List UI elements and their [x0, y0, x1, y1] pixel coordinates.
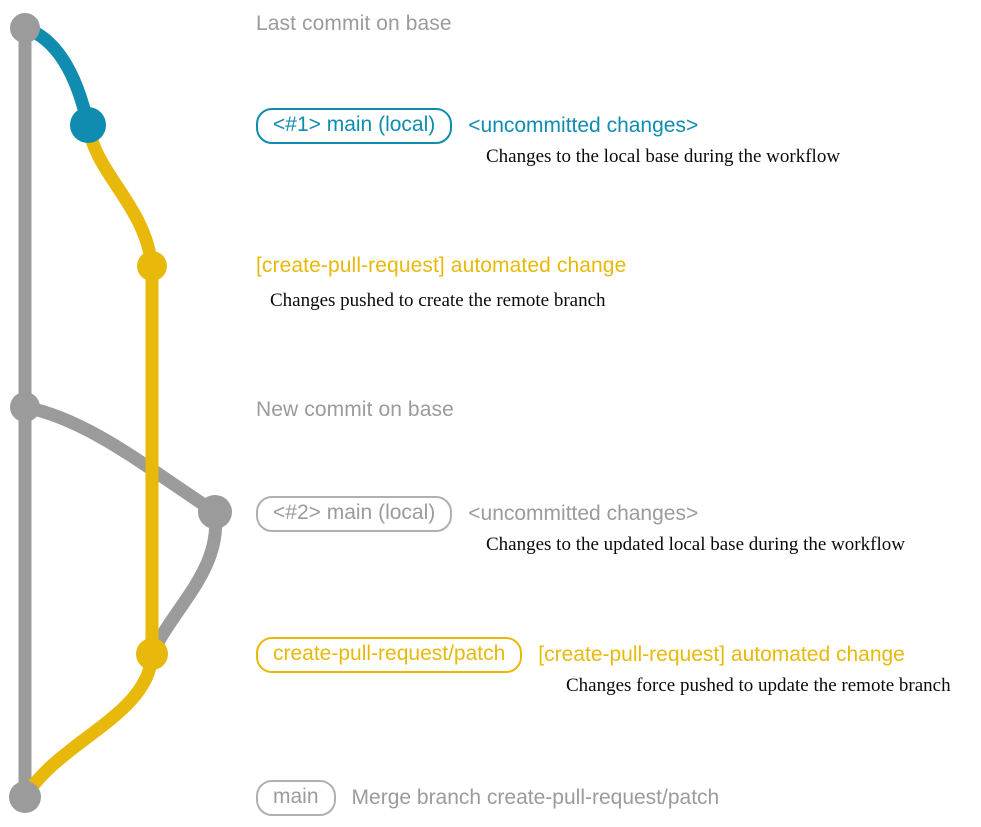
commit-message-merge: Merge branch create-pull-request/patch: [351, 786, 720, 810]
commit-row-local-main-1: <#1> main (local) <uncommitted changes>: [256, 108, 699, 145]
commit-message-last-commit-on-base: Last commit on base: [256, 12, 452, 35]
commit-node-local-main-2[interactable]: [198, 495, 232, 529]
commit-row-new-commit-on-base: New commit on base: [256, 398, 454, 422]
local2-to-patch-line: [145, 505, 223, 661]
commit-caption-automated-change-2: Changes force pushed to update the remot…: [566, 675, 951, 696]
commit-message-automated-change-1: [create-pull-request] automated change: [256, 254, 627, 277]
commit-node-local-main-1[interactable]: [70, 107, 106, 143]
commit-message-new-commit-on-base: New commit on base: [256, 398, 454, 421]
commit-node-new-commit-on-base[interactable]: [10, 392, 40, 422]
commit-row-last-commit-on-base: Last commit on base: [256, 12, 452, 36]
commit-message-automated-change-2: [create-pull-request] automated change: [538, 643, 905, 667]
commit-message-local-main-1: <uncommitted changes>: [468, 114, 699, 138]
commit-row-merge: main Merge branch create-pull-request/pa…: [256, 780, 720, 817]
commit-row-automated-change-2: create-pull-request/patch [create-pull-r…: [256, 637, 905, 674]
commit-row-automated-change-1: [create-pull-request] automated change: [256, 254, 626, 278]
commit-caption-local-main-1: Changes to the local base during the wor…: [486, 146, 841, 167]
commit-message-local-main-2: <uncommitted changes>: [468, 502, 699, 526]
ref-pill-main[interactable]: main: [256, 780, 336, 817]
ref-pill-local-main-2[interactable]: <#2> main (local): [256, 496, 453, 533]
commit-caption-local-main-2: Changes to the updated local base during…: [486, 534, 905, 555]
commit-node-last-commit-on-base[interactable]: [10, 13, 40, 43]
commit-row-local-main-2: <#2> main (local) <uncommitted changes>: [256, 496, 699, 533]
commit-caption-automated-change-1: Changes pushed to create the remote bran…: [270, 290, 606, 311]
ref-pill-create-pull-request-patch[interactable]: create-pull-request/patch: [256, 637, 523, 674]
commit-node-automated-change-1[interactable]: [137, 251, 167, 281]
commit-node-merge[interactable]: [9, 781, 41, 813]
ref-pill-local-main-1[interactable]: <#1> main (local): [256, 108, 453, 145]
base-to-local2-line: [18, 400, 222, 519]
patch-to-merge-line: [18, 647, 159, 804]
commit-node-automated-change-2[interactable]: [136, 638, 168, 670]
